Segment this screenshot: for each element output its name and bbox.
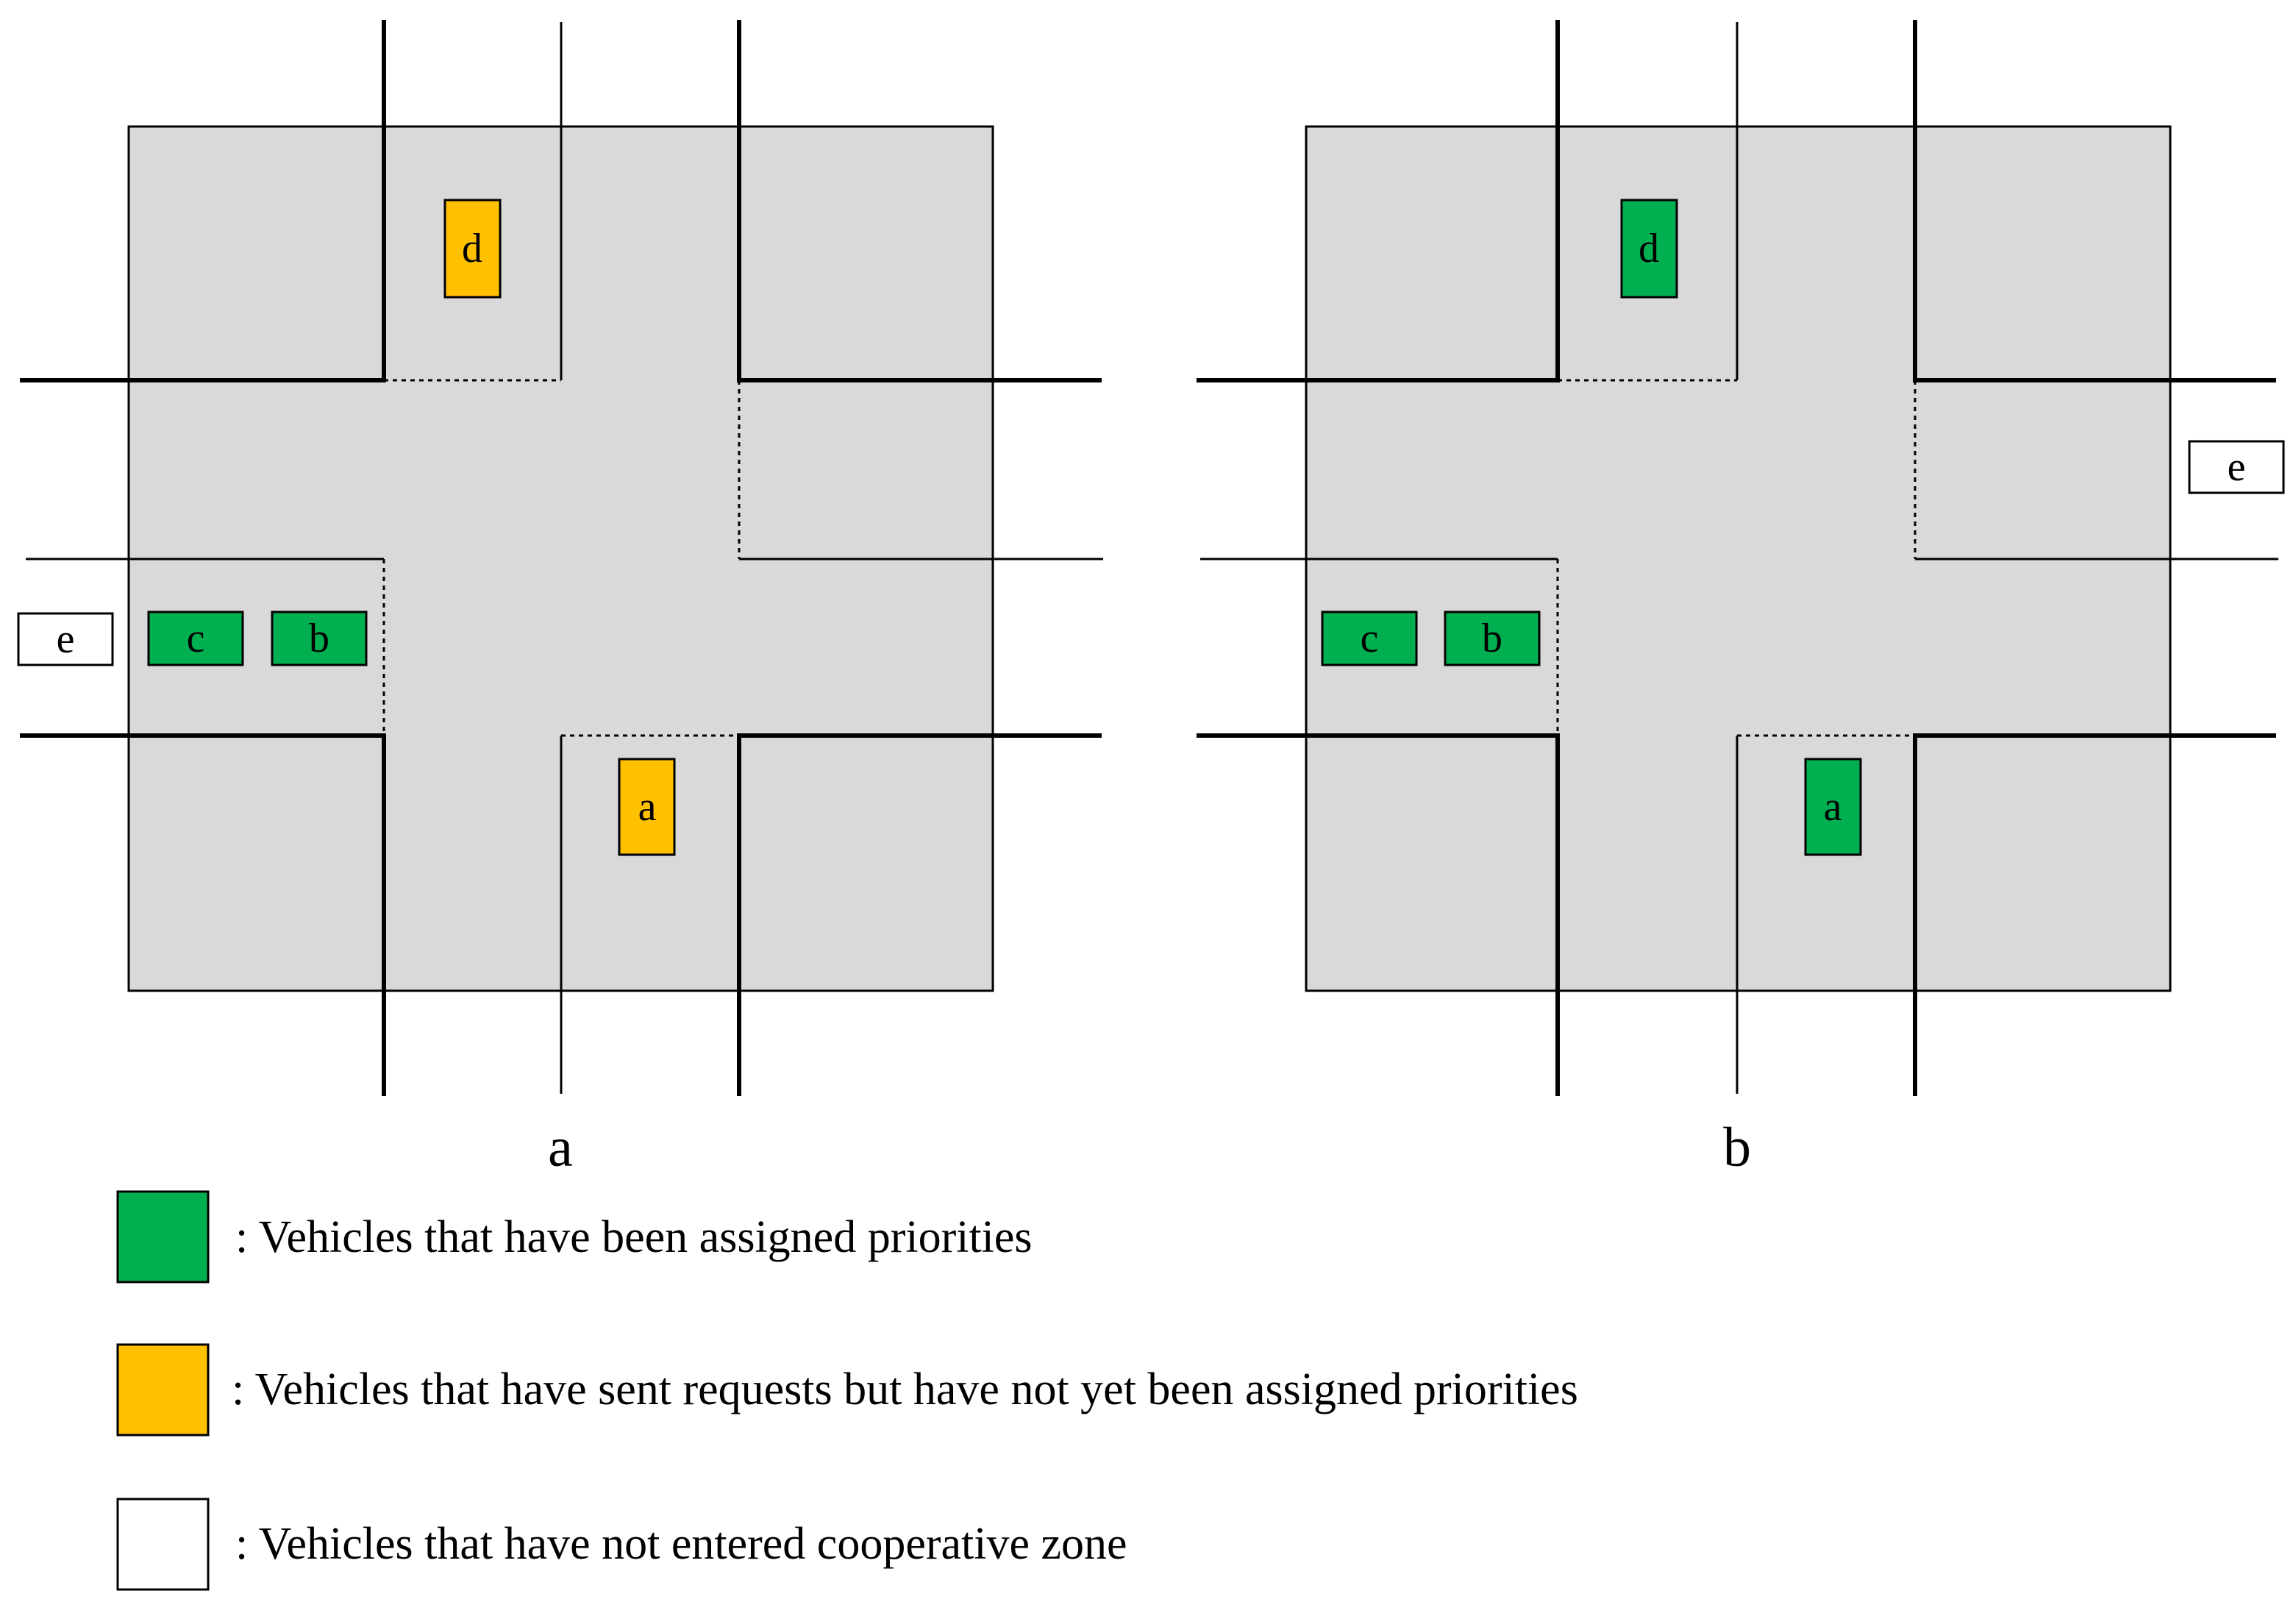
legend-text: : Vehicles that have sent requests but h… [232,1364,1578,1414]
vehicle-a: a [618,758,676,856]
vehicle-label: a [638,784,657,830]
vehicle-label: b [309,616,329,661]
panel-caption: a [548,1117,573,1178]
panel-a: d c b e a a [17,20,1103,1178]
vehicle-label: e [2228,444,2246,490]
stop-lines [1556,379,1917,737]
legend-item-not-entered: : Vehicles that have not entered coopera… [116,1498,1127,1591]
legend-swatch [116,1343,210,1437]
lane-dividers [26,22,1103,1094]
vehicle-b: b [1444,611,1541,666]
vehicle-label: a [1824,784,1842,830]
vehicle-c: c [147,611,244,666]
vehicle-label: d [462,226,482,271]
legend-item-assigned: : Vehicles that have been assigned prior… [116,1190,1033,1284]
vehicle-label: c [187,616,205,661]
legend-swatch [116,1190,210,1284]
panel-caption: b [1723,1117,1751,1178]
vehicle-a: a [1804,758,1862,856]
panel-b: d c b e a b [1197,20,2285,1178]
lane-dividers [1200,22,2278,1094]
vehicle-label: c [1361,616,1379,661]
vehicle-c: c [1321,611,1418,666]
legend-item-requested: : Vehicles that have sent requests but h… [116,1343,1578,1437]
legend-text: : Vehicles that have not entered coopera… [235,1519,1127,1569]
vehicle-d: d [443,199,502,299]
vehicle-b: b [271,611,368,666]
vehicle-label: e [57,616,75,662]
vehicle-d: d [1620,199,1678,299]
legend-swatch [116,1498,210,1591]
vehicle-label: b [1482,616,1502,661]
legend-text: : Vehicles that have been assigned prior… [235,1212,1033,1262]
vehicle-e: e [2188,440,2285,494]
legend: : Vehicles that have been assigned prior… [116,1190,1578,1591]
vehicle-e: e [17,612,114,666]
stop-lines [382,379,741,737]
vehicle-label: d [1639,226,1659,271]
